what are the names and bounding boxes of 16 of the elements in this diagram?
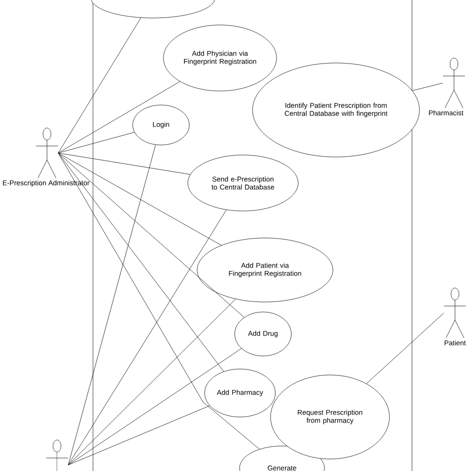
association-line — [68, 144, 156, 466]
association-line — [68, 210, 227, 466]
association-line — [68, 406, 210, 466]
association-line — [68, 298, 236, 466]
association-line — [58, 152, 190, 175]
association-line — [412, 82, 443, 91]
association-line — [68, 348, 242, 466]
actor-figure — [46, 440, 68, 471]
association-line — [58, 152, 222, 246]
association-line — [58, 152, 260, 450]
association-line — [366, 312, 444, 384]
association-line — [58, 18, 142, 154]
association-line — [58, 152, 224, 372]
association-line — [58, 152, 244, 318]
association-line — [58, 132, 135, 154]
association-line — [58, 81, 180, 154]
